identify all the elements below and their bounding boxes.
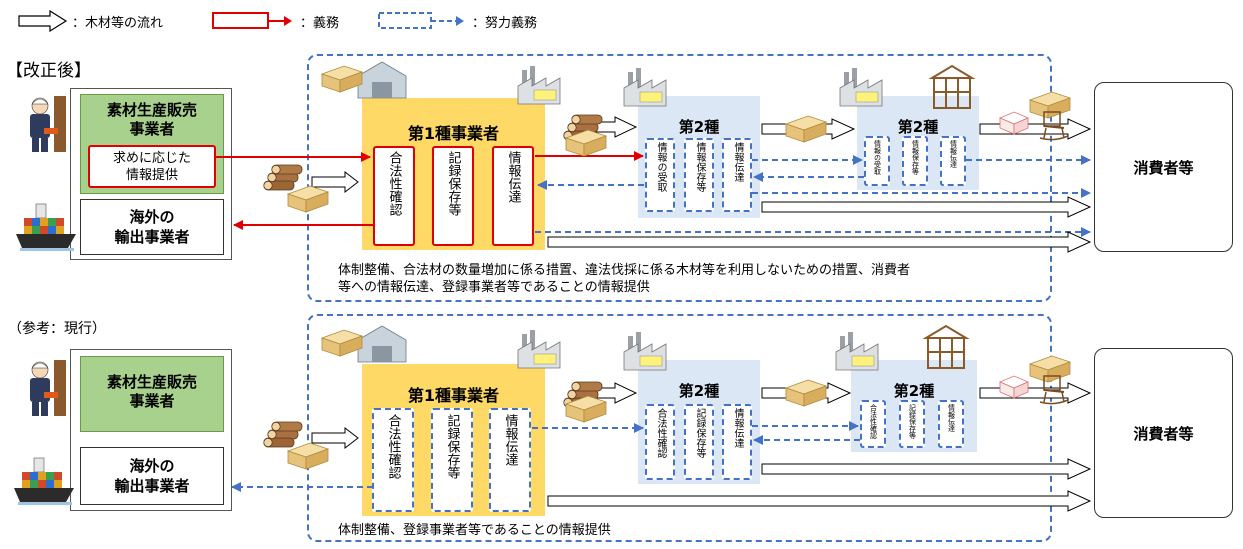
current-type2a-record-box: 記録保存等 [684, 404, 714, 480]
current-note: 体制整備、登録事業者等であることの情報提供 [338, 523, 611, 538]
current-section-label: （参考：現行） [8, 321, 106, 337]
legend-obligation-label: ：義務 [300, 16, 340, 31]
current-type1-info-label: 情報伝達 [502, 414, 518, 466]
legend-effort-label: ：努力義務 [472, 16, 538, 31]
current-type1-legality-box: 合法性確認 [372, 408, 414, 512]
current-type2a-legality-box: 合法性確認 [645, 404, 675, 480]
current-type1-record-box: 記録保存等 [431, 408, 473, 512]
current-type2a-info-label: 情報伝達 [732, 408, 743, 448]
after-exporter-line2: 輸出事業者 [114, 228, 190, 246]
legend-effort-icon [378, 12, 464, 29]
after-note: 体制整備、合法材の数量増加に係る措置、違法伐採に係る木材等を利用しないための措置… [338, 262, 1050, 296]
after-type2b-store-box: 情報保存等 [902, 136, 928, 186]
legend-flow-label: ：木材等の流れ [72, 16, 164, 31]
current-dashed-region [307, 314, 1052, 542]
current-producer-line1: 素材生産販売 [106, 373, 197, 391]
after-request-line1: 求めに応じた [112, 151, 191, 166]
current-producer-box: 素材生産販売 事業者 [80, 356, 224, 432]
current-type2b-record-label: 記録保存等 [908, 404, 917, 439]
after-type2b-receive-label: 情報の受取 [873, 140, 882, 175]
after-section-label: 【改正後】 [6, 61, 91, 81]
current-type2a-legality-label: 合法性確認 [655, 408, 666, 458]
after-note-line1: 体制整備、合法材の数量増加に係る措置、違法伐採に係る木材等を利用しないための措置… [338, 263, 911, 278]
current-exporter-line2: 輸出事業者 [114, 477, 190, 495]
after-type2b-store-label: 情報保存等 [911, 140, 920, 175]
after-consumer-label: 消費者等 [1133, 158, 1194, 177]
after-type2a-title: 第2種 [678, 118, 720, 136]
current-exporter-line1: 海外の [129, 457, 175, 475]
current-type1-legality-label: 合法性確認 [385, 414, 401, 479]
after-type1-title: 第1種事業者 [407, 124, 500, 143]
current-producer-line2: 事業者 [129, 392, 175, 410]
after-type2a-receive-label: 情報の受取 [655, 142, 666, 192]
current-type2b-info-label: 情報伝達 [947, 404, 956, 432]
current-supplier-frame [70, 349, 232, 511]
after-request-box: 求めに応じた 情報提供 [88, 145, 216, 188]
after-type2a-info-box: 情報伝達 [722, 138, 752, 212]
after-note-line2: 等への情報伝達、登録事業者等であることの情報提供 [338, 280, 650, 295]
current-type2b-title: 第2種 [893, 382, 935, 400]
after-producer-line2: 事業者 [129, 120, 175, 138]
current-type2a-info-box: 情報伝達 [722, 404, 752, 480]
after-exporter-box: 海外の 輸出事業者 [80, 199, 224, 255]
after-type2b-title: 第2種 [897, 118, 939, 136]
current-type2a-title: 第2種 [678, 382, 720, 400]
current-type1-title: 第1種事業者 [407, 386, 500, 405]
current-type2b-legality-box: 合法性確認 [860, 400, 886, 448]
current-exporter-box: 海外の 輸出事業者 [80, 447, 224, 505]
after-type1-legality-box: 合法性確認 [373, 146, 415, 246]
after-type1-info-label: 情報伝達 [505, 151, 521, 203]
after-consumer-box: 消費者等 [1094, 82, 1233, 252]
after-type2b-receive-box: 情報の受取 [864, 136, 890, 186]
current-type1-record-label: 記録保存等 [444, 414, 460, 479]
after-request-line2: 情報提供 [125, 168, 178, 183]
after-type1-record-label: 記録保存等 [445, 151, 461, 216]
after-type1-record-box: 記録保存等 [432, 146, 474, 246]
after-type2b-info-label: 情報伝達 [949, 140, 958, 168]
after-producer-line1: 素材生産販売 [106, 101, 197, 119]
after-supplier-frame [70, 88, 232, 260]
after-exporter-line1: 海外の [129, 208, 175, 226]
legend-flow-arrow-icon [18, 10, 68, 32]
after-type2a-store-box: 情報保存等 [684, 138, 714, 212]
current-type2b-record-box: 記録保存等 [899, 400, 925, 448]
legend-obligation-icon [212, 12, 292, 29]
after-type2a-store-label: 情報保存等 [694, 142, 705, 192]
current-type2b-info-box: 情報伝達 [938, 400, 964, 448]
current-type2b-legality-label: 合法性確認 [869, 404, 878, 439]
after-type2a-receive-box: 情報の受取 [645, 138, 675, 212]
after-dashed-region [307, 54, 1052, 302]
after-type2a-info-label: 情報伝達 [732, 142, 743, 182]
after-type2b-info-box: 情報伝達 [940, 136, 966, 186]
current-consumer-label: 消費者等 [1133, 424, 1194, 443]
after-type1-legality-label: 合法性確認 [386, 151, 402, 216]
current-consumer-box: 消費者等 [1094, 348, 1233, 518]
after-type1-info-box: 情報伝達 [492, 146, 534, 246]
current-type2a-record-label: 記録保存等 [694, 408, 705, 458]
current-type1-info-box: 情報伝達 [489, 408, 531, 512]
